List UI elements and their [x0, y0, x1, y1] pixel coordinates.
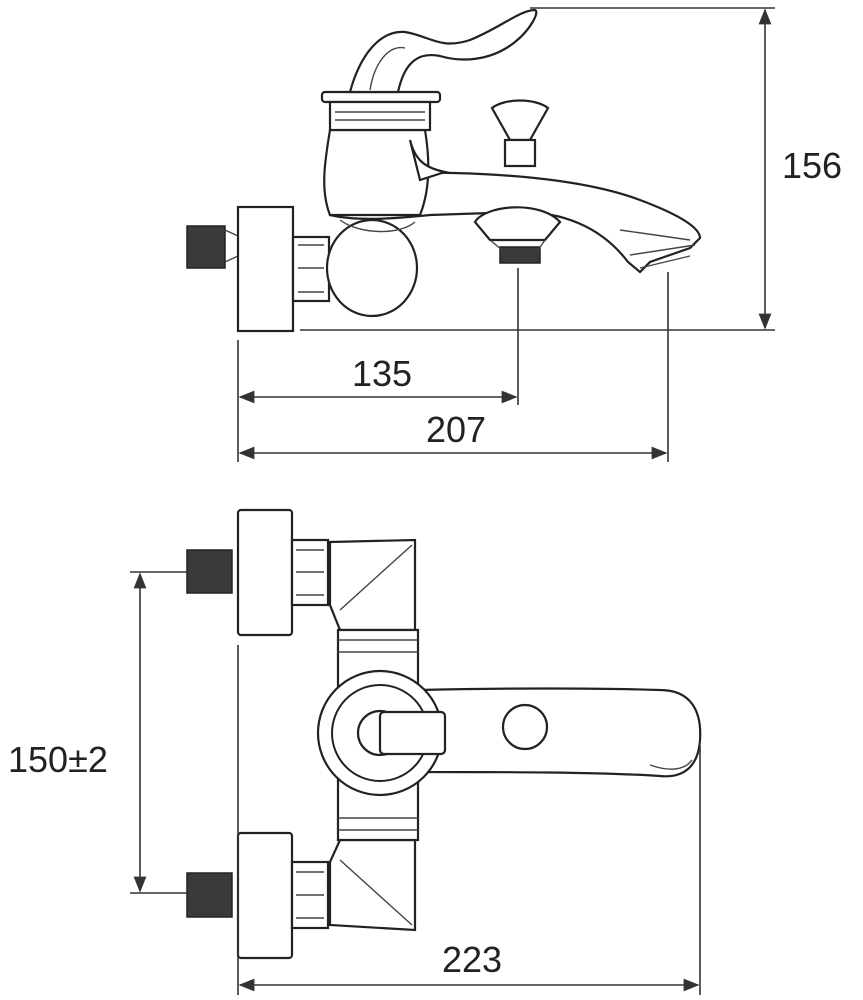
- cap: [328, 100, 432, 132]
- side-elevation-view: [186, 8, 702, 333]
- wall-flange-bottom: [236, 831, 294, 960]
- valve-ball: [325, 218, 419, 318]
- dimension-inlet-spacing: 150±2: [8, 571, 190, 894]
- dimension-label-reach: 207: [426, 409, 486, 450]
- dimension-label-spacing: 150±2: [8, 739, 108, 780]
- cap-ring: [320, 90, 442, 104]
- dimension-spout-reach: 207: [238, 272, 669, 462]
- wall-flange-top: [236, 508, 294, 637]
- diverter-knob: [490, 99, 550, 142]
- dimension-label-length: 223: [442, 939, 502, 980]
- outlet-thread: [499, 246, 541, 264]
- threaded-inlet-bottom: [186, 872, 233, 918]
- wall-flange: [236, 205, 295, 333]
- dimension-outlet-distance: 135: [237, 268, 519, 462]
- lever-hub: [378, 710, 447, 756]
- dimension-lever-length: 223: [237, 645, 701, 995]
- valve-body: [323, 128, 430, 217]
- elbow-bottom: [328, 838, 417, 932]
- dimension-label-height: 156: [782, 145, 842, 186]
- diverter-housing: [473, 206, 562, 242]
- dimension-height: 156: [300, 7, 842, 331]
- diverter-stem: [503, 138, 537, 168]
- threaded-inlet: [186, 225, 226, 269]
- lever-top-view: [418, 687, 702, 778]
- lever-handle: [348, 8, 538, 94]
- dimension-label-outlet: 135: [352, 353, 412, 394]
- plan-view: [186, 508, 702, 960]
- threaded-inlet-top: [186, 549, 233, 594]
- hex-nut: [291, 235, 331, 303]
